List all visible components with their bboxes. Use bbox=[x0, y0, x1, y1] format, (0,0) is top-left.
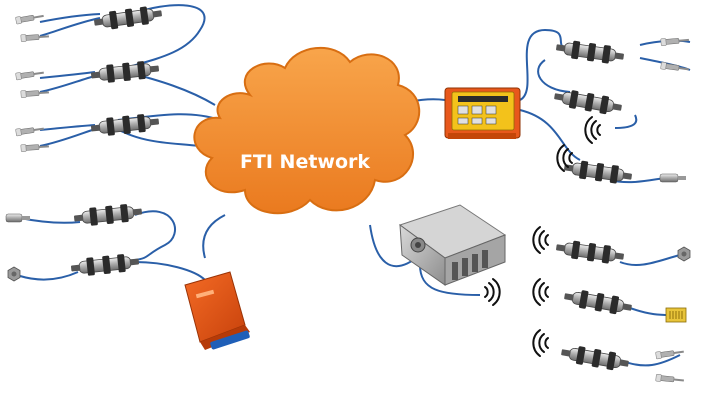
yellow-panel-unit bbox=[444, 87, 521, 139]
fti-network-cloud: FTI Network bbox=[193, 46, 421, 215]
temperature-probe-icon bbox=[655, 347, 685, 360]
pressure-sensor-icon bbox=[5, 213, 30, 223]
sensor-module bbox=[89, 58, 161, 86]
wireless-icon bbox=[584, 116, 601, 144]
wireless-icon bbox=[532, 226, 549, 254]
wireless-icon bbox=[484, 278, 501, 306]
accelerometer-icon bbox=[677, 246, 691, 262]
gray-enclosure-unit bbox=[398, 204, 507, 286]
orange-data-acquisition-unit bbox=[184, 271, 250, 350]
strain-gauge-icon bbox=[665, 307, 687, 323]
network-title: FTI Network bbox=[240, 151, 370, 173]
sensor-module bbox=[562, 286, 634, 318]
sensor-module bbox=[559, 342, 631, 374]
pressure-sensor-icon bbox=[659, 173, 686, 183]
sensor-module bbox=[554, 237, 626, 267]
temperature-probe-icon bbox=[15, 68, 45, 81]
temperature-probe-icon bbox=[655, 373, 685, 385]
sensor-module bbox=[554, 37, 626, 67]
wireless-icon bbox=[532, 329, 549, 357]
temperature-probe-icon bbox=[14, 11, 45, 25]
sensor-module bbox=[72, 201, 144, 229]
temperature-probe-icon bbox=[15, 124, 45, 137]
wireless-icon bbox=[532, 278, 549, 306]
temperature-probe-icon bbox=[660, 35, 690, 47]
sensor-module bbox=[69, 251, 141, 279]
accelerometer-icon bbox=[7, 266, 21, 282]
